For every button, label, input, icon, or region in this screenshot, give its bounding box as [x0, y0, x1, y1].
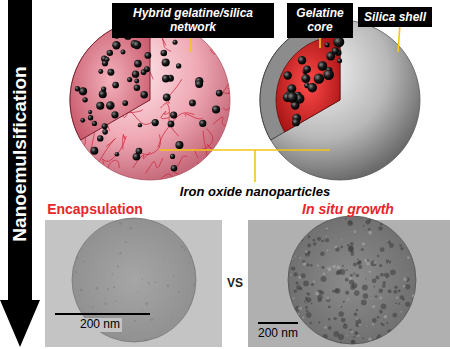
- callout-text: Silica shell: [364, 10, 426, 24]
- callout-box: Hybrid gelatine/silica network: [112, 3, 274, 38]
- callout-box: Gelatine core: [287, 3, 353, 38]
- scale-label: 200 nm: [256, 327, 300, 341]
- tem-image: [248, 216, 450, 347]
- core-shell-sphere: [260, 20, 420, 180]
- callout-text: Gelatine core: [293, 6, 347, 35]
- arrow-label: Nanoemulsification: [9, 66, 31, 241]
- callout-text: Hybrid gelatine/silica network: [118, 6, 268, 35]
- panel-title: Encapsulation: [47, 201, 143, 217]
- callout-label: Iron oxide nanoparticles: [180, 185, 330, 200]
- leader-line: [160, 24, 400, 182]
- panel-title: In situ growth: [302, 201, 394, 217]
- callout-box: Silica shell: [358, 7, 432, 27]
- versus-label: VS: [227, 277, 243, 291]
- scale-label: 200 nm: [78, 318, 122, 332]
- tem-image: [45, 218, 222, 347]
- process-arrow: Nanoemulsification: [0, 0, 40, 349]
